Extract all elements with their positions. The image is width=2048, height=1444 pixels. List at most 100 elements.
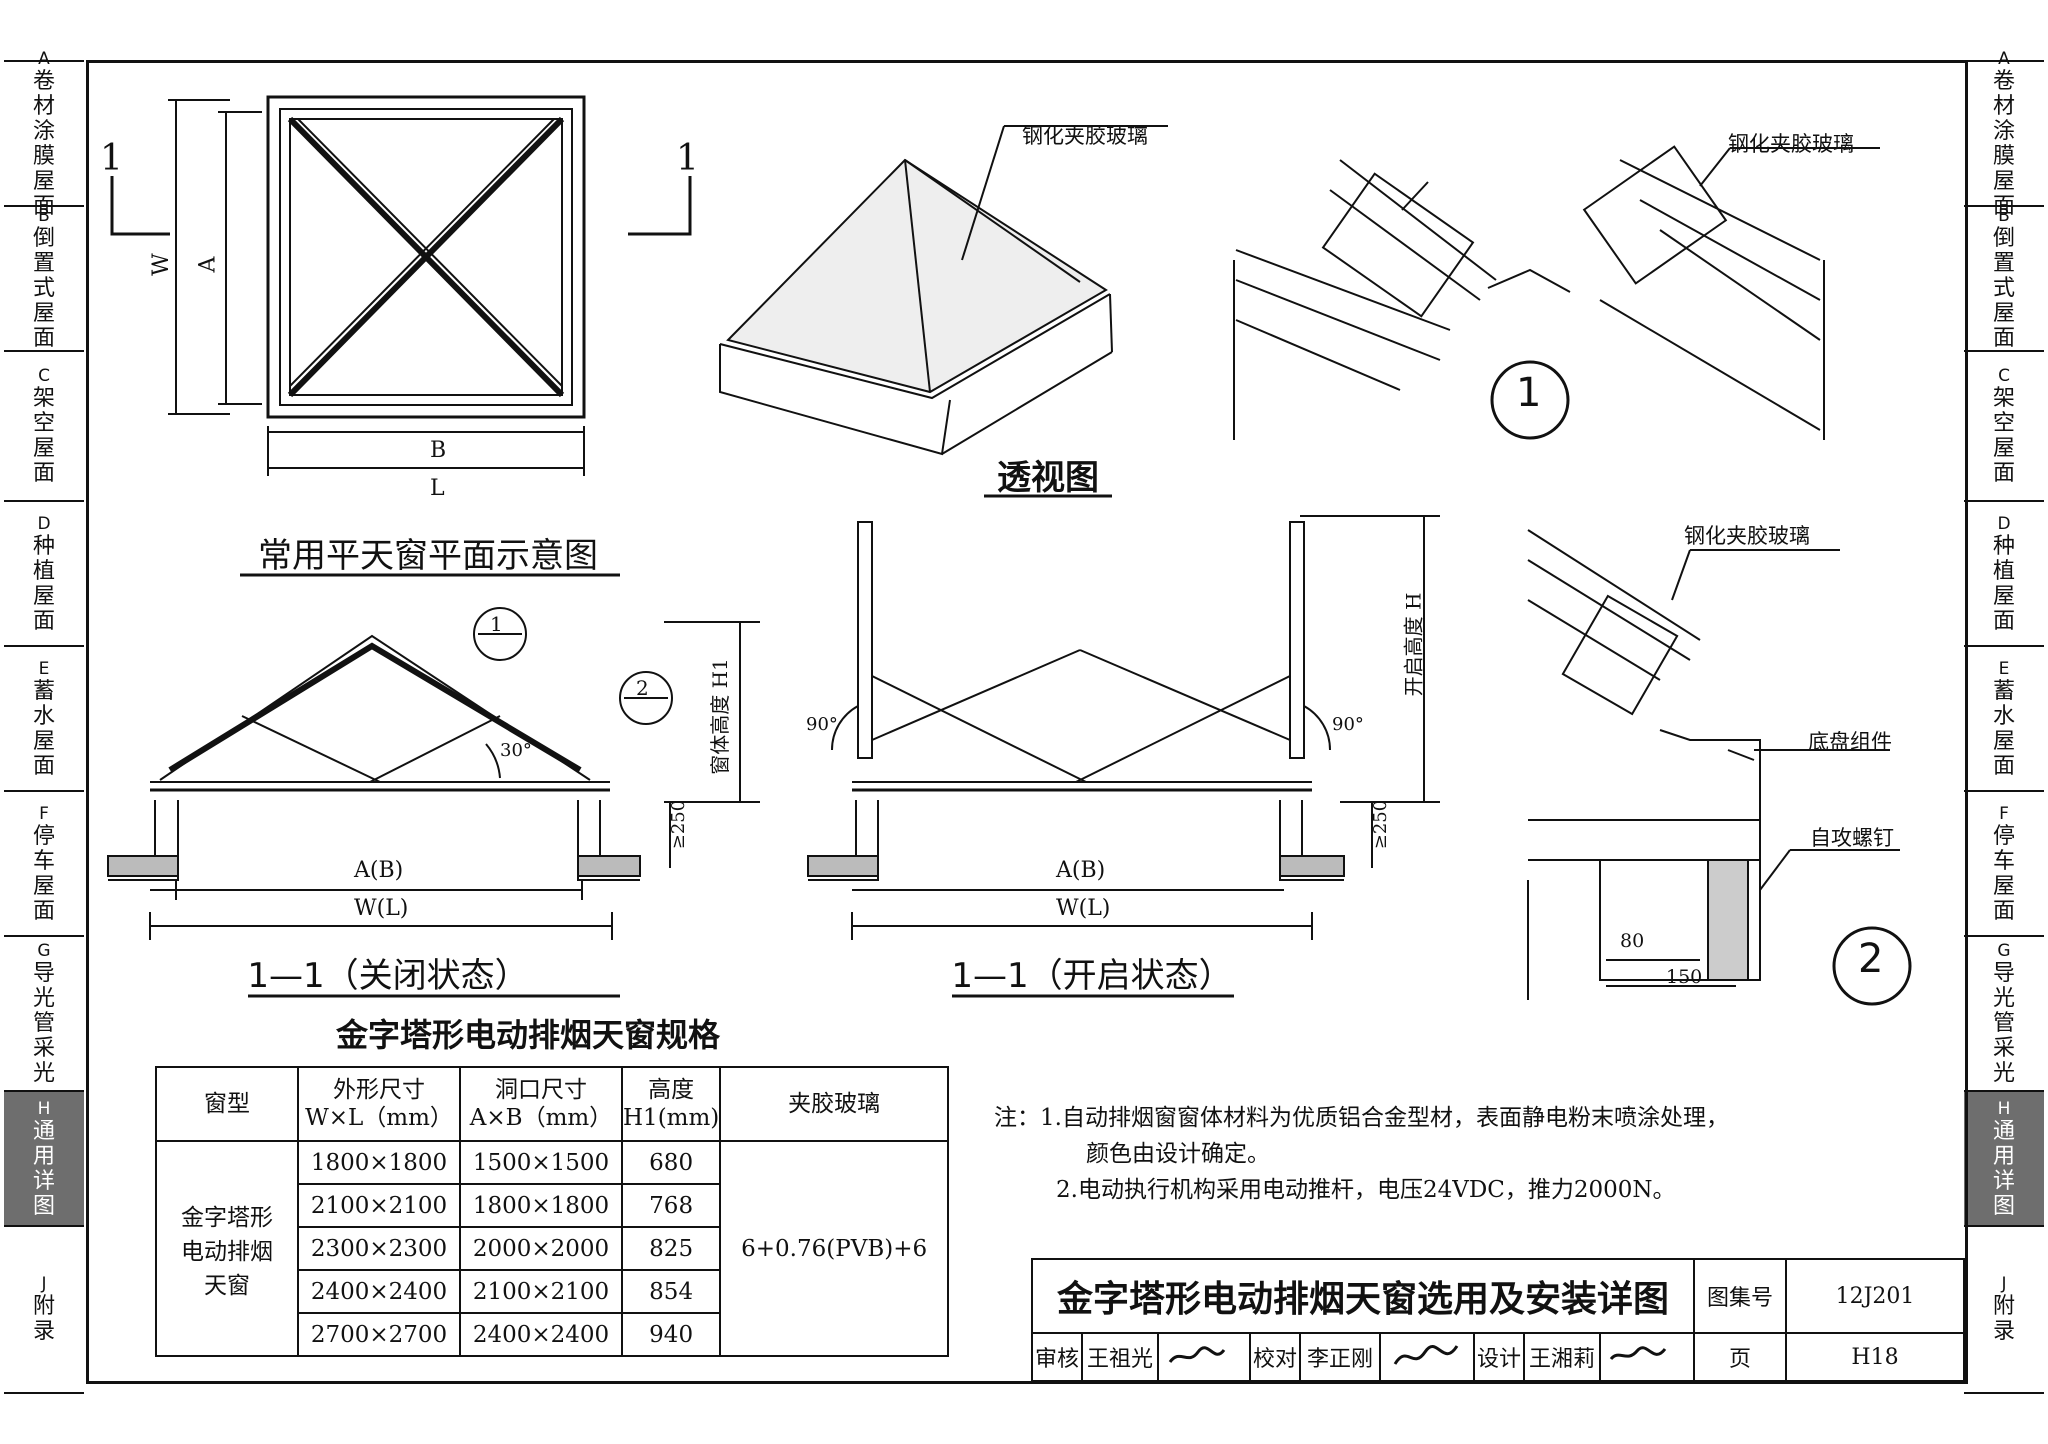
- section-mark-left: 1: [100, 138, 123, 179]
- spec-outer-cell: 2400×2400: [297, 1269, 461, 1314]
- tab-label: 种植屋面: [1992, 533, 2015, 634]
- tab-label: 种植屋面: [32, 533, 55, 634]
- designer-name: 王湘莉: [1525, 1334, 1601, 1380]
- plan-view-drawing: [110, 95, 692, 476]
- tab-code: J: [2001, 1273, 2007, 1294]
- tab-label: 卷材涂膜屋面: [1992, 68, 2015, 219]
- drawing-frame: [86, 60, 1968, 1384]
- tab-code: E: [1998, 658, 2010, 679]
- tab-label: 蓄水屋面: [32, 678, 55, 779]
- section-closed-dim-outer: W(L): [354, 896, 409, 921]
- drawing-title: 金字塔形电动排烟天窗选用及安装详图: [1033, 1260, 1695, 1334]
- tab-code: H: [37, 1098, 51, 1119]
- tab-code: A: [38, 48, 50, 69]
- atlas-number: 12J201: [1787, 1260, 1963, 1334]
- tab-code: G: [37, 941, 51, 961]
- tab-label: 导光管采光: [1992, 961, 2015, 1086]
- tab-label: 倒置式屋面: [32, 226, 55, 351]
- spec-height-cell: 940: [620, 1312, 722, 1357]
- reviewer-name: 王祖光: [1083, 1334, 1159, 1380]
- tab-label: 架空屋面: [1992, 386, 2015, 486]
- tab-label: 导光管采光: [32, 961, 55, 1086]
- detail2-glass-label: 钢化夹胶玻璃: [1684, 524, 1810, 548]
- plan-caption: 常用平天窗平面示意图: [258, 536, 598, 576]
- tab-label: 倒置式屋面: [1992, 226, 2015, 351]
- spec-outer-cell: 2700×2700: [297, 1312, 461, 1357]
- section-closed-angle: 30°: [500, 740, 532, 761]
- section-open-angle-left: 90°: [806, 714, 838, 735]
- section-closed-ref2: 2: [636, 676, 649, 700]
- perspective-caption: 透视图: [997, 458, 1099, 498]
- checker-signature: [1381, 1334, 1475, 1380]
- tab-code: G: [1997, 941, 2011, 961]
- spec-height-cell: 854: [620, 1269, 722, 1314]
- spec-header-outer-2: W×L（mm）: [305, 1105, 453, 1131]
- section-closed-curb: ≥250: [668, 799, 690, 850]
- section-open-drawing: [807, 515, 1440, 940]
- tab-code: F: [1999, 803, 2009, 824]
- checker-signature-mark: [1393, 1345, 1459, 1365]
- detail2-tray-label: 底盘组件: [1808, 730, 1892, 754]
- section-closed-caption: 1—1（关闭状态）: [247, 956, 529, 996]
- note-line-3: 2.电动执行机构采用电动推杆，电压24VDC，推力2000N。: [1056, 1177, 1676, 1203]
- spec-header-glass: 夹胶玻璃: [719, 1066, 949, 1142]
- section-open-dim-outer: W(L): [1056, 896, 1111, 921]
- spec-opening-cell: 2100×2100: [459, 1269, 623, 1314]
- detail2-dim-150: 150: [1666, 966, 1703, 988]
- section-closed-dim-inner: A(B): [354, 858, 404, 883]
- tab-label: 卷材涂膜屋面: [32, 68, 55, 219]
- spec-opening-cell: 2000×2000: [459, 1226, 623, 1271]
- check-label: 校对: [1251, 1334, 1301, 1380]
- tab-code: E: [38, 658, 50, 679]
- section-open-dim-inner: A(B): [1056, 858, 1106, 883]
- section-open-curb: ≥250: [1370, 799, 1392, 850]
- tab-label: 停车屋面: [1992, 823, 2015, 924]
- reviewer-signature-mark: [1168, 1346, 1226, 1363]
- spec-title: 金字塔形电动排烟天窗规格: [336, 1016, 721, 1054]
- tab-code: D: [37, 513, 51, 534]
- tab-code: D: [1997, 513, 2011, 534]
- tab-code: A: [1998, 48, 2010, 69]
- designer-signature-mark: [1609, 1346, 1667, 1361]
- spec-header-type: 窗型: [155, 1066, 299, 1142]
- tab-code: C: [38, 366, 50, 386]
- tab-code: H: [1997, 1098, 2011, 1119]
- tab-label: 停车屋面: [32, 823, 55, 924]
- note-line-1: 注：1.自动排烟窗窗体材料为优质铝合金型材，表面静电粉末喷涂处理，: [994, 1105, 1729, 1131]
- spec-header-height-2: H1(mm): [623, 1105, 720, 1131]
- designer-signature: [1601, 1334, 1695, 1380]
- detail1-number: 1: [1516, 370, 1542, 416]
- section-open-angle-right: 90°: [1332, 714, 1364, 735]
- page-label: 页: [1695, 1334, 1787, 1380]
- tab-code: J: [41, 1273, 47, 1294]
- spec-height-cell: 768: [620, 1183, 722, 1228]
- atlas-label: 图集号: [1695, 1260, 1787, 1334]
- notes: 注：1.自动排烟窗窗体材料为优质铝合金型材，表面静电粉末喷涂处理， 颜色由设计确…: [994, 1100, 1729, 1208]
- dim-w-label: W: [148, 253, 174, 276]
